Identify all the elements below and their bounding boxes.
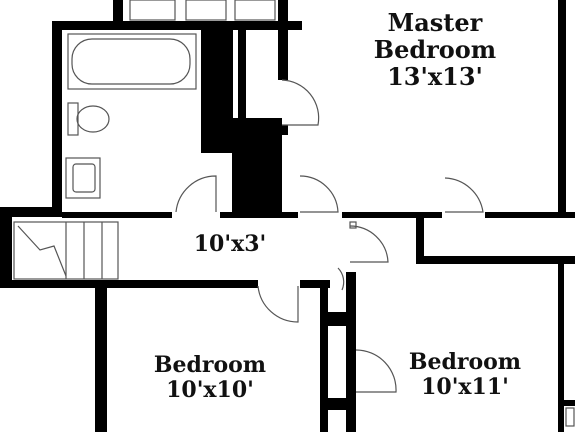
wall — [95, 280, 107, 432]
bedroom-right-label: Bedroom 10'x11' — [385, 350, 545, 399]
bedroom-right-size: 10'x11' — [421, 373, 509, 400]
wall — [416, 256, 575, 264]
wall — [62, 212, 172, 218]
wall — [0, 207, 62, 217]
bathtub-basin — [71, 38, 191, 85]
bedroom-left-name: Bedroom — [153, 352, 267, 378]
fixtures — [13, 0, 575, 427]
sink-counter — [65, 157, 101, 199]
door-swing — [444, 177, 484, 213]
door-swing — [299, 175, 339, 213]
closet — [185, 0, 227, 21]
wall — [62, 21, 302, 30]
wall — [564, 400, 575, 406]
door-swing — [175, 175, 217, 213]
master-bedroom-label: Master Bedroom 13'x13' — [355, 8, 515, 91]
sink-basin — [72, 163, 96, 193]
bedroom-left-label: Bedroom 10'x10' — [130, 353, 290, 402]
door-swing — [349, 225, 389, 263]
wall — [238, 30, 246, 155]
hall-size: 10'x3' — [193, 231, 267, 257]
toilet-bowl — [76, 105, 110, 133]
vanity — [234, 0, 276, 21]
wall — [0, 207, 12, 287]
wall — [113, 0, 123, 30]
door-post — [349, 221, 357, 229]
wall — [416, 212, 424, 262]
bedroom-left-size: 10'x10' — [166, 376, 254, 403]
master-bedroom-size: 13'x13' — [387, 61, 483, 91]
wall — [300, 280, 330, 288]
wall — [320, 288, 328, 432]
bedroom-right-name: Bedroom — [408, 349, 522, 375]
wall — [558, 0, 566, 218]
toilet-tank — [67, 102, 79, 136]
door-swing — [281, 79, 320, 126]
stair-arrow — [17, 225, 67, 277]
wall — [0, 280, 258, 288]
hall-label: 10'x3' — [180, 232, 280, 257]
door-swing — [355, 349, 397, 393]
bathtub — [67, 33, 197, 90]
door-swing — [337, 267, 345, 291]
wall — [52, 21, 62, 217]
wall — [558, 264, 564, 432]
wall — [328, 398, 346, 410]
wall — [342, 212, 442, 218]
wall — [278, 0, 288, 80]
wall — [485, 212, 575, 218]
wall — [346, 272, 356, 432]
wall — [220, 212, 298, 218]
wall — [201, 30, 233, 153]
vanity — [129, 0, 176, 21]
window — [565, 407, 575, 427]
master-bedroom-name: Master Bedroom — [373, 8, 497, 64]
wall — [328, 312, 346, 326]
door-swing — [257, 285, 299, 323]
wall — [278, 125, 288, 135]
